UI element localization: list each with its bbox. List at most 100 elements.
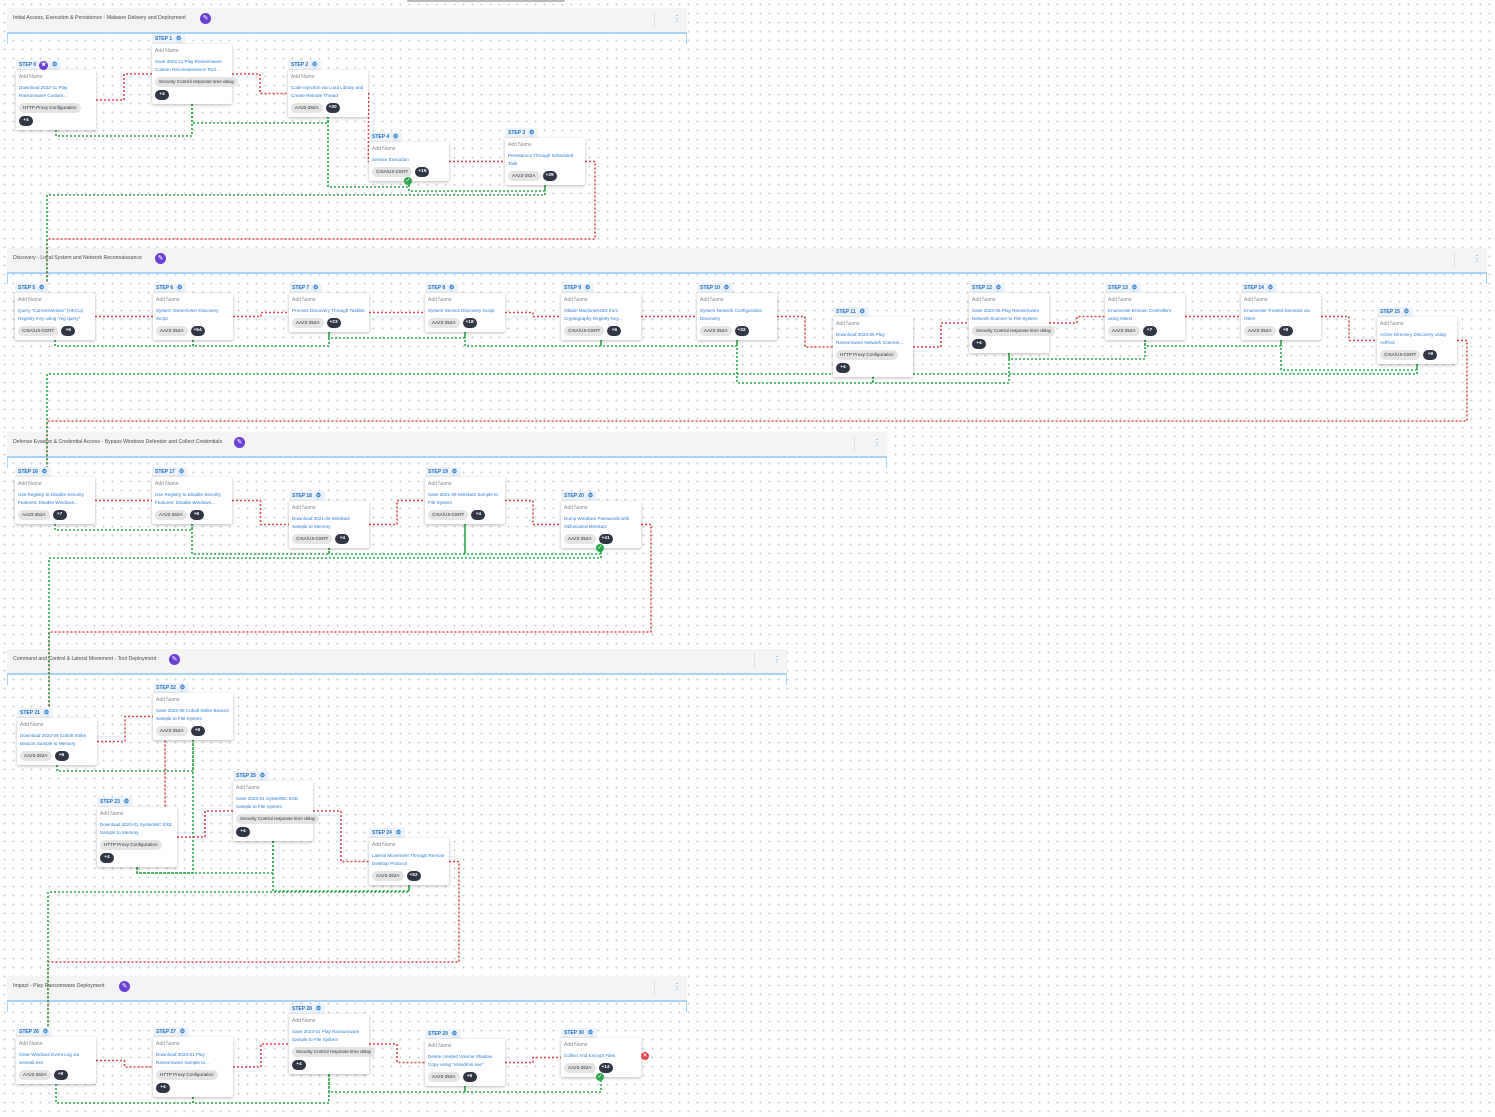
step-label[interactable]: STEP 4⚙ [369,132,403,143]
tag-chip[interactable]: AA23-352A [20,751,52,761]
more-options-icon[interactable]: ⋮ [673,14,681,23]
step-action-link[interactable]: Save 2023-01 Play Ransomware Sample to F… [292,1029,360,1042]
more-tags-badge[interactable]: +9 [53,1070,68,1080]
add-name-field[interactable]: Add Name [19,1041,43,1047]
more-tags-badge[interactable]: +6 [607,326,622,336]
add-name-field[interactable]: Add Name [100,811,124,817]
more-tags-badge[interactable]: +4 [156,1083,170,1093]
step-action-link[interactable]: Use Registry to Disable Security Feature… [18,492,84,505]
tag-chip[interactable]: CISA/US-CERT [564,326,605,336]
edit-icon[interactable]: ✎ [234,437,245,448]
step-label[interactable]: STEP 19⚙ [425,467,461,478]
more-tags-badge[interactable]: +6 [54,751,69,761]
tag-chip[interactable]: Security Control response time delay [972,326,1056,336]
add-name-field[interactable]: Add Name [236,785,260,791]
tag-chip[interactable]: AA23-352A [155,510,187,520]
add-name-field[interactable]: Add Name [155,48,179,54]
step-action-link[interactable]: Save 2021-08 Mimikatz Sample to File Sys… [428,492,498,505]
step-label[interactable]: STEP 16⚙ [15,467,51,478]
gear-icon[interactable]: ⚙ [40,469,48,476]
gear-icon[interactable]: ⚙ [38,285,46,292]
tag-chip[interactable]: AA23-352A [508,171,540,181]
step-label[interactable]: STEP 15⚙ [1377,307,1413,318]
step-label[interactable]: STEP 17⚙ [152,467,188,478]
gear-icon[interactable]: ⚙ [1266,285,1274,292]
gear-icon[interactable]: ⚙ [858,309,866,316]
more-options-icon[interactable]: ⋮ [873,438,881,447]
step-action-link[interactable]: System Owner/User Discovery Script [156,308,219,321]
gear-icon[interactable]: ⚙ [177,469,185,476]
tag-chip[interactable]: AA23-352A [564,1063,596,1073]
step-action-link[interactable]: Code Injection via Load Library and Crea… [291,85,364,98]
step-label[interactable]: STEP 25⚙ [233,771,269,782]
gear-icon[interactable]: ⚙ [312,285,320,292]
add-name-field[interactable]: Add Name [372,146,396,152]
add-name-field[interactable]: Add Name [1108,297,1132,303]
tag-chip[interactable]: HTTP Proxy Configuration [836,350,898,360]
gear-icon[interactable]: ⚙ [258,773,266,780]
gear-icon[interactable]: ⚙ [722,285,730,292]
step-action-link[interactable]: Enumerate Domain Controllers using Nltes… [1108,308,1172,321]
tag-chip[interactable]: Security Control response time delay [236,814,320,824]
gear-icon[interactable]: ⚙ [392,134,400,141]
step-label[interactable]: STEP 26⚙ [16,1027,52,1038]
step-action-link[interactable]: Save 2022-09 Cobalt Strike Beacon Sample… [156,708,230,721]
step-label[interactable]: STEP 2⚙ [288,60,322,71]
add-name-field[interactable]: Add Name [292,1018,316,1024]
gear-icon[interactable]: ⚙ [448,285,456,292]
step-label[interactable]: STEP 5⚙ [15,283,49,294]
step-action-link[interactable]: Process Discovery Through Tasklist [292,308,365,313]
step-action-link[interactable]: Clear Windows Event Log via wevtutil.exe [19,1052,80,1065]
tag-chip[interactable]: HTTP Proxy Configuration [156,1070,218,1080]
add-name-field[interactable]: Add Name [18,297,42,303]
gear-icon[interactable]: ⚙ [42,710,50,717]
gear-icon[interactable]: ⚙ [450,469,458,476]
step-label[interactable]: STEP 29⚙ [425,1029,461,1040]
tag-chip[interactable]: AA23-352A [428,318,460,328]
add-name-field[interactable]: Add Name [508,142,532,148]
gear-icon[interactable]: ⚙ [122,799,130,806]
more-tags-badge[interactable]: +30 [325,103,340,113]
add-name-field[interactable]: Add Name [292,505,316,511]
more-options-icon[interactable]: ⋮ [773,655,781,664]
step-action-link[interactable]: Collect And Encrypt Files [564,1053,616,1058]
step-action-link[interactable]: Download 2021-08 Mimikatz Sample to Memo… [292,516,350,529]
step-action-link[interactable]: Download 2023-01 SystemBC EXE Sample to … [100,822,173,835]
step-label[interactable]: STEP 1⚙ [152,34,186,45]
more-tags-badge[interactable]: +41 [598,534,613,544]
tag-chip[interactable]: AA23-352A [1244,326,1276,336]
add-name-field[interactable]: Add Name [972,297,996,303]
gear-icon[interactable]: ⚙ [586,493,594,500]
add-name-field[interactable]: Add Name [428,481,452,487]
more-tags-badge[interactable]: +23 [326,318,341,328]
step-label[interactable]: STEP 0★⚙ [16,60,62,71]
more-tags-badge[interactable]: +4 [335,534,350,544]
step-label[interactable]: STEP 18⚙ [289,491,325,502]
more-tags-badge[interactable]: +4 [292,1060,306,1070]
gear-icon[interactable]: ⚙ [584,285,592,292]
step-label[interactable]: STEP 3⚙ [505,128,539,139]
tag-chip[interactable]: AA23-352A [428,1072,460,1082]
more-tags-badge[interactable]: +8 [1278,326,1293,336]
more-tags-badge[interactable]: +4 [100,853,114,863]
step-action-link[interactable]: Query "CurrentVersion" (HKCU) Registry K… [18,308,84,321]
step-label[interactable]: STEP 30⚙ [561,1028,597,1039]
more-tags-badge[interactable]: +4 [471,510,486,520]
gear-icon[interactable]: ⚙ [314,493,322,500]
add-name-field[interactable]: Add Name [428,1043,452,1049]
more-tags-badge[interactable]: +4 [972,339,986,349]
edit-icon[interactable]: ✎ [169,654,180,665]
add-name-field[interactable]: Add Name [428,297,452,303]
